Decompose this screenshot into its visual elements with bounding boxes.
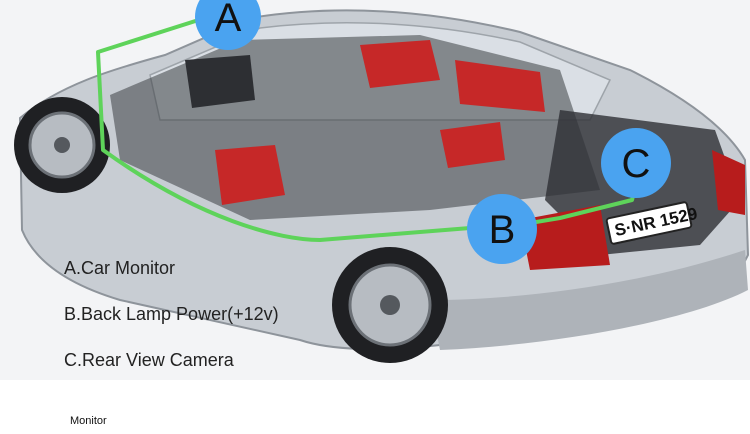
marker-c: C — [601, 128, 671, 198]
marker-a-label: A — [215, 0, 242, 40]
legend-item-rear-view-camera: C.Rear View Camera — [64, 350, 234, 371]
seat-front — [215, 145, 285, 205]
legend-item-car-monitor: A.Car Monitor — [64, 258, 175, 279]
seat-rear-bench — [440, 122, 505, 168]
rear-wheel — [332, 247, 448, 363]
car-wiring-illustration: S·NR 1529 A — [0, 0, 750, 380]
dashboard — [185, 55, 255, 108]
marker-b-label: B — [489, 208, 516, 252]
marker-b: B — [467, 194, 537, 264]
seat-rear-left — [360, 40, 440, 88]
caption: Monitor — [70, 415, 107, 427]
legend-item-back-lamp-power: B.Back Lamp Power(+12v) — [64, 304, 279, 325]
front-wheel — [14, 97, 110, 193]
marker-c-label: C — [622, 142, 651, 186]
